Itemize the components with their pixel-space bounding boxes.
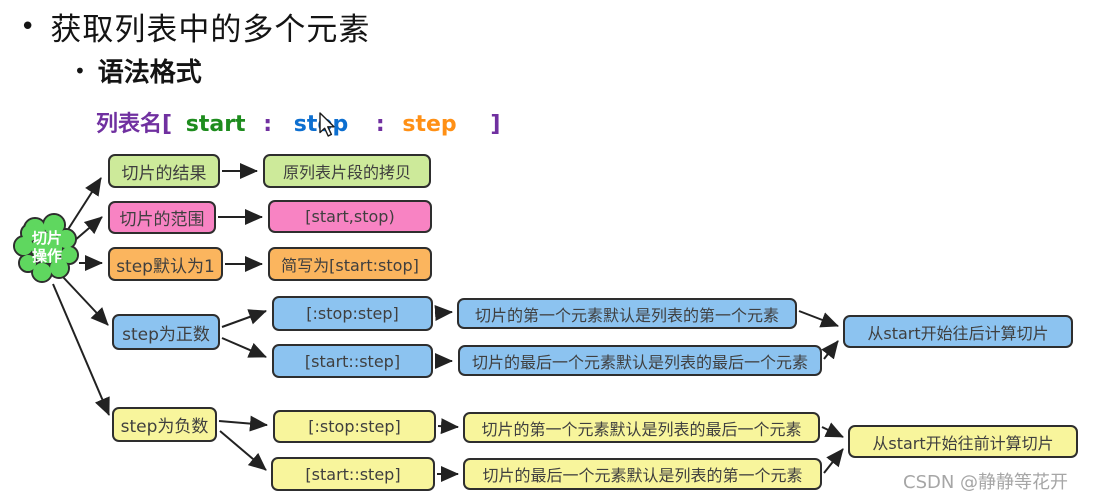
node-step-negative: step为负数 bbox=[112, 407, 217, 442]
syntax-token-listname: 列表名 bbox=[96, 112, 163, 137]
node-step-negative-case-2-syntax: [start::step] bbox=[271, 457, 435, 491]
page-title: • 获取列表中的多个元素 bbox=[20, 4, 370, 49]
node-slice-operation-line2: 操作 bbox=[31, 247, 62, 265]
node-slice-range-value: [start,stop) bbox=[268, 200, 432, 233]
mouse-cursor-icon bbox=[319, 112, 335, 137]
node-step-default-value: 简写为[start:stop] bbox=[268, 247, 432, 281]
syntax-line: 列表名[ start : stop : step ] bbox=[96, 106, 500, 138]
page-subtitle-text: 语法格式 bbox=[97, 58, 202, 88]
subtitle-bullet: • bbox=[74, 58, 86, 83]
node-step-positive-case-2-syntax: [start::step] bbox=[272, 344, 433, 378]
title-bullet: • bbox=[20, 11, 37, 42]
node-slice-result-value: 原列表片段的拷贝 bbox=[263, 154, 431, 188]
node-step-positive-conclusion: 从start开始往后计算切片 bbox=[843, 315, 1073, 348]
watermark: CSDN @静静等花开 bbox=[903, 472, 1069, 493]
syntax-token-start: start bbox=[185, 112, 246, 137]
node-step-positive: step为正数 bbox=[112, 314, 220, 350]
node-slice-result: 切片的结果 bbox=[108, 154, 220, 188]
syntax-token-colon2: : bbox=[375, 112, 385, 137]
node-step-positive-case-1-desc: 切片的第一个元素默认是列表的第一个元素 bbox=[457, 298, 797, 329]
node-slice-operation-line1: 切片 bbox=[31, 229, 62, 247]
cloud-shape-icon bbox=[13, 213, 79, 283]
node-step-positive-case-2-desc: 切片的最后一个元素默认是列表的最后一个元素 bbox=[458, 345, 822, 376]
syntax-token-step: step bbox=[402, 112, 457, 137]
page-title-text: 获取列表中的多个元素 bbox=[50, 12, 371, 48]
node-step-negative-case-2-desc: 切片的最后一个元素默认是列表的第一个元素 bbox=[463, 458, 822, 490]
node-slice-range: 切片的范围 bbox=[108, 201, 216, 234]
page-subtitle: • 语法格式 bbox=[74, 52, 202, 89]
syntax-token-colon1: : bbox=[263, 112, 273, 137]
node-step-positive-case-1-syntax: [:stop:step] bbox=[272, 296, 433, 331]
node-step-negative-case-1-syntax: [:stop:step] bbox=[273, 410, 436, 443]
node-step-negative-case-1-desc: 切片的第一个元素默认是列表的最后一个元素 bbox=[463, 412, 820, 443]
syntax-token-open-bracket: [ bbox=[162, 112, 173, 137]
syntax-token-close-bracket: ] bbox=[490, 112, 501, 137]
node-step-negative-conclusion: 从start开始往前计算切片 bbox=[848, 425, 1078, 458]
node-step-default: step默认为1 bbox=[108, 247, 223, 281]
node-slice-operation: 切片 操作 bbox=[24, 229, 70, 265]
